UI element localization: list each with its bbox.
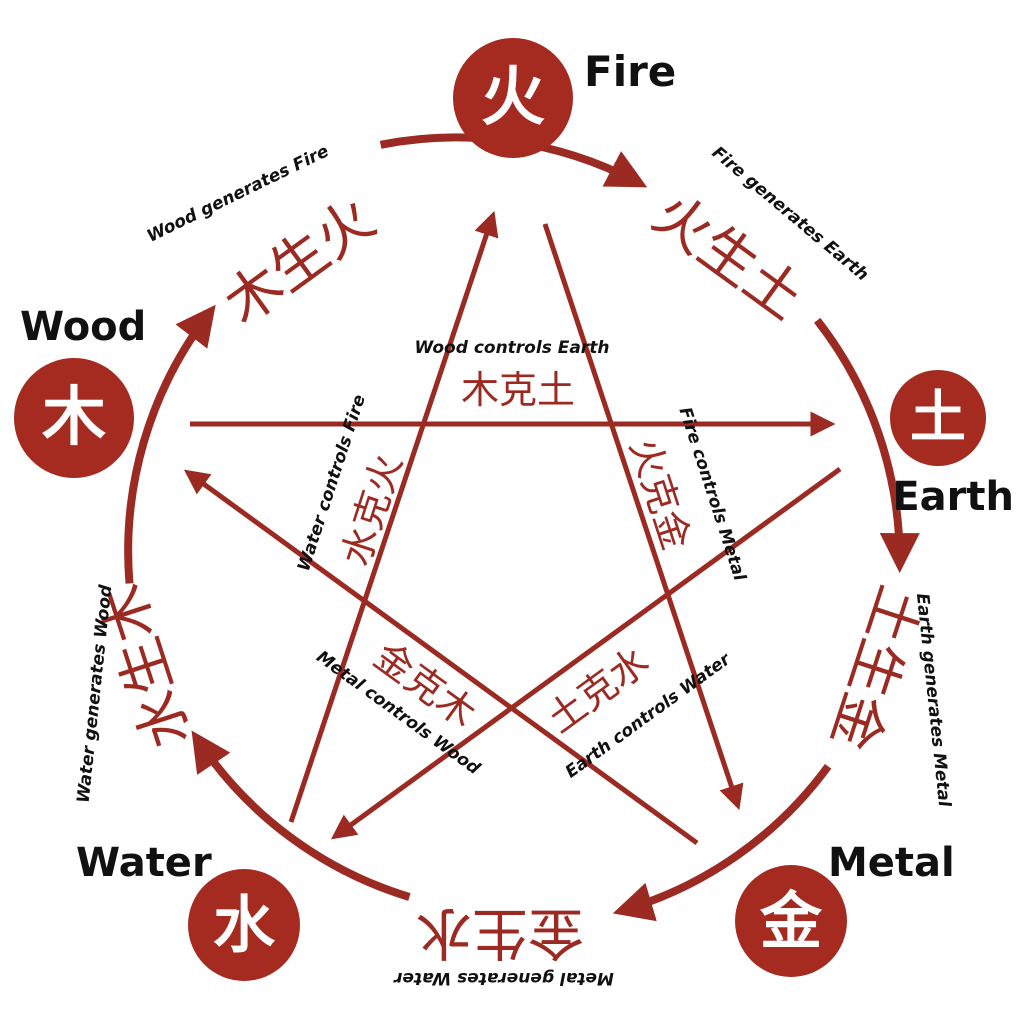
- node-water-label: Water: [76, 840, 212, 886]
- node-fire-label: Fire: [584, 47, 676, 96]
- line-earth-water: [330, 466, 842, 840]
- node-metal-label: Metal: [828, 840, 955, 886]
- node-fire-char: 火: [481, 61, 545, 135]
- node-water: 水 Water: [76, 840, 300, 981]
- gen-metal-water-cn: 金生水: [416, 900, 584, 965]
- line-water-fire: [288, 210, 499, 823]
- node-fire: 火 Fire: [453, 38, 676, 158]
- arc-water-wood: [124, 304, 216, 584]
- controlling-star: [183, 210, 842, 846]
- node-metal: 金 Metal: [735, 840, 955, 977]
- gen-wood-fire-cn: 木生火: [213, 186, 387, 337]
- node-earth: 土 Earth: [890, 370, 1014, 520]
- ctrl-fire-metal-en: Fire controls Metal: [675, 405, 750, 584]
- node-wood-char: 木: [42, 381, 106, 455]
- node-wood: 木 Wood: [14, 304, 146, 478]
- gen-metal-water-en: Metal generates Water: [392, 968, 613, 988]
- line-fire-metal: [542, 223, 744, 811]
- generating-cycle: [124, 133, 920, 922]
- gen-earth-metal-en: Earth generates Metal: [912, 592, 954, 808]
- node-metal-char: 金: [759, 885, 823, 958]
- node-wood-circle: [14, 358, 134, 478]
- node-wood-label: Wood: [20, 304, 146, 350]
- arc-fire-earth: [814, 317, 920, 574]
- arc-earth-metal: [612, 763, 832, 922]
- node-metal-circle: [735, 865, 847, 977]
- ctrl-wood-earth-cn: 木克土: [461, 368, 575, 412]
- ctrl-wood-earth-en: Wood controls Earth: [415, 338, 610, 358]
- generating-labels-cn: 木生火 火生土 土生金 金生水 水生木: [89, 181, 932, 964]
- node-earth-label: Earth: [892, 474, 1014, 520]
- node-fire-circle: [453, 38, 573, 158]
- arc-metal-water: [191, 730, 411, 901]
- line-metal-wood: [183, 469, 699, 846]
- node-water-circle: [188, 869, 300, 981]
- node-water-char: 水: [213, 889, 276, 962]
- node-earth-circle: [890, 370, 986, 466]
- node-earth-char: 土: [910, 386, 966, 451]
- gen-water-wood-en: Water generates Wood: [74, 583, 117, 804]
